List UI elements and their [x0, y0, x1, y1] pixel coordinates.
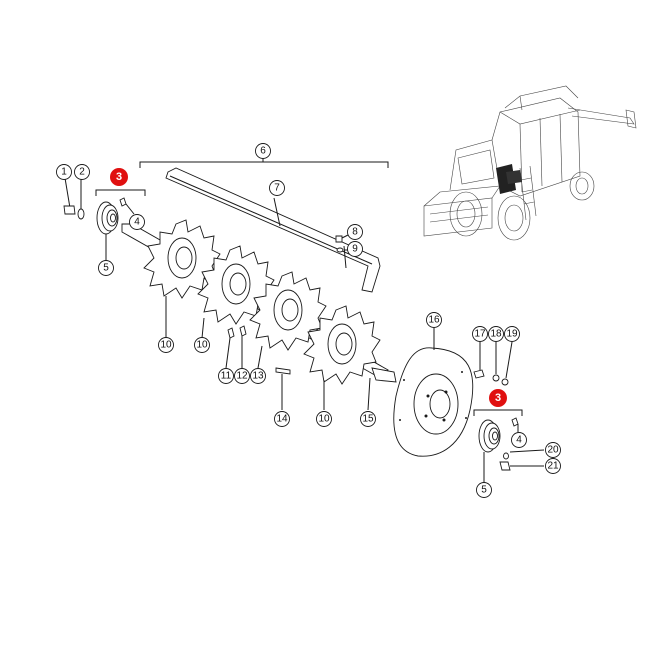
callout-bracket-6 — [139, 158, 389, 168]
svg-text:18: 18 — [490, 329, 502, 340]
svg-text:15: 15 — [362, 414, 374, 425]
svg-text:1: 1 — [61, 167, 67, 178]
callout-19[interactable]: 19 — [504, 326, 520, 342]
callout-1[interactable]: 1 — [56, 164, 72, 180]
svg-text:5: 5 — [103, 263, 109, 274]
svg-text:6: 6 — [260, 146, 266, 157]
svg-text:10: 10 — [196, 340, 208, 351]
callout-2[interactable]: 2 — [74, 164, 90, 180]
callout-10-c[interactable]: 10 — [316, 411, 332, 427]
combine-harvester-thumbnail — [423, 85, 637, 241]
callout-5-left[interactable]: 5 — [98, 260, 114, 276]
nut-part-19 — [501, 341, 513, 386]
star-disc-4 — [303, 305, 381, 410]
bracket-3-left — [95, 189, 146, 196]
key-part-14 — [275, 367, 291, 410]
grease-nipple-left — [119, 197, 135, 215]
bolt-part-17 — [473, 342, 485, 379]
svg-text:11: 11 — [221, 371, 232, 382]
callout-4-right[interactable]: 4 — [511, 432, 527, 448]
svg-text:19: 19 — [506, 329, 518, 340]
callout-9[interactable]: 9 — [347, 241, 363, 257]
callout-7[interactable]: 7 — [269, 180, 285, 196]
callout-15[interactable]: 15 — [360, 411, 376, 427]
callout-17[interactable]: 17 — [472, 326, 488, 342]
callout-4-left[interactable]: 4 — [129, 214, 145, 230]
leader-13 — [257, 345, 263, 369]
svg-text:3: 3 — [495, 392, 501, 404]
callout-21[interactable]: 21 — [545, 458, 561, 474]
callout-20[interactable]: 20 — [545, 442, 561, 458]
highlighted-callout-3-right[interactable]: 3 — [489, 389, 507, 407]
star-disc-1 — [143, 219, 221, 338]
svg-text:13: 13 — [252, 371, 264, 382]
grease-nipple-right — [511, 417, 519, 432]
pin-part-11 — [225, 327, 235, 369]
svg-text:7: 7 — [274, 183, 280, 194]
callout-14[interactable]: 14 — [274, 411, 290, 427]
svg-text:12: 12 — [236, 371, 248, 382]
bracket-3-right — [473, 409, 523, 416]
washer-part-20 — [503, 449, 545, 460]
svg-text:9: 9 — [352, 244, 358, 255]
washer-part-18 — [492, 342, 500, 382]
bolt-part-1 — [63, 177, 76, 215]
star-disc-2 — [197, 245, 275, 339]
svg-text:3: 3 — [116, 171, 122, 183]
bearing-flange-right — [478, 419, 501, 482]
callout-10-b[interactable]: 10 — [194, 337, 210, 353]
callout-18[interactable]: 18 — [488, 326, 504, 342]
callout-5-right[interactable]: 5 — [476, 482, 492, 498]
highlighted-callout-3-left[interactable]: 3 — [110, 168, 128, 186]
callout-16[interactable]: 16 — [426, 312, 442, 328]
bearing-flange-left — [96, 201, 119, 262]
callout-6[interactable]: 6 — [255, 143, 271, 159]
svg-text:10: 10 — [318, 414, 330, 425]
leader-15 — [367, 377, 371, 411]
svg-text:20: 20 — [547, 445, 559, 456]
callout-13[interactable]: 13 — [250, 368, 266, 384]
callout-8[interactable]: 8 — [347, 224, 363, 240]
svg-text:4: 4 — [134, 217, 140, 228]
callout-10-a[interactable]: 10 — [158, 337, 174, 353]
pin-part-12 — [239, 325, 247, 368]
bolt-part-21 — [499, 461, 544, 471]
washer-part-2 — [77, 178, 85, 220]
svg-text:17: 17 — [474, 329, 486, 340]
large-disc-part-16 — [393, 328, 474, 457]
svg-text:21: 21 — [547, 461, 559, 472]
svg-text:8: 8 — [352, 227, 358, 238]
star-disc-3 — [249, 271, 327, 351]
callout-11[interactable]: 11 — [218, 368, 234, 384]
callout-12[interactable]: 12 — [234, 368, 250, 384]
svg-text:16: 16 — [428, 315, 440, 326]
callouts: 1 2 4 5 6 7 8 9 10 10 10 11 12 13 14 15 … — [56, 143, 561, 498]
svg-text:10: 10 — [160, 340, 172, 351]
svg-text:2: 2 — [79, 167, 85, 178]
svg-text:14: 14 — [276, 414, 288, 425]
location-highlight-marker — [496, 164, 522, 194]
svg-text:5: 5 — [481, 485, 487, 496]
svg-text:4: 4 — [516, 435, 522, 446]
